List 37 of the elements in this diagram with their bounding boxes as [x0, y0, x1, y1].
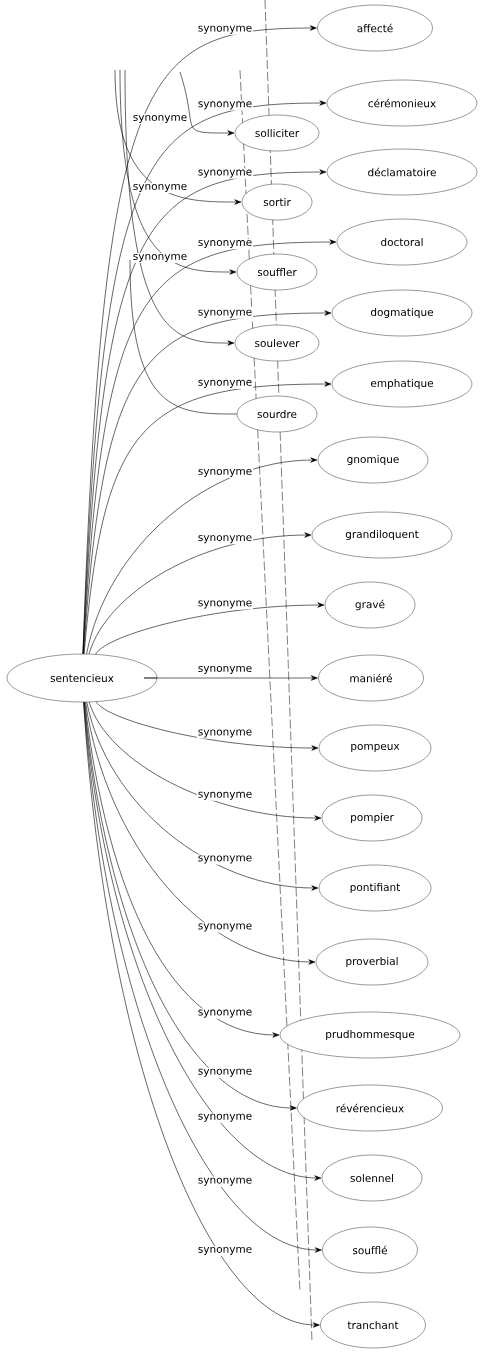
arrow: [83, 381, 332, 655]
arrow: [83, 310, 332, 655]
edge-label: synonyme: [196, 1245, 254, 1256]
arrow: [114, 69, 242, 205]
arrow: [86, 701, 319, 891]
edge-label: synonyme: [196, 1112, 254, 1123]
edge-label: synonyme: [196, 534, 254, 545]
edge-label: synonyme: [196, 1008, 254, 1019]
edge-label: synonyme: [196, 308, 254, 319]
arrow: [124, 69, 235, 346]
arrow: [95, 602, 325, 655]
edge-label: synonyme: [196, 790, 254, 801]
arrow: [85, 701, 316, 965]
edge-label: synonyme: [196, 728, 254, 739]
edge-label: synonyme: [196, 100, 254, 111]
edge-label: synonyme: [196, 467, 254, 478]
arrow: [88, 532, 312, 655]
arrow: [179, 71, 235, 136]
arrow: [95, 701, 319, 751]
arrow: [84, 701, 280, 1038]
arrow: [88, 701, 322, 821]
edge-label: synonyme: [196, 378, 254, 389]
edge-label: synonyme: [196, 665, 254, 676]
edge-label: synonyme: [131, 183, 189, 194]
edge-label: synonyme: [196, 24, 254, 35]
edge-label: synonyme: [196, 1176, 254, 1187]
edge-label: synonyme: [131, 114, 189, 125]
edge-label: synonyme: [196, 168, 254, 179]
edge-label: synonyme: [196, 854, 254, 865]
edge-label: synonyme: [131, 253, 189, 264]
arrow: [119, 69, 237, 275]
edge-label: synonyme: [196, 599, 254, 610]
arrow: [143, 675, 318, 681]
edge-label: synonyme: [196, 239, 254, 250]
edge-label: synonyme: [196, 922, 254, 933]
arrow: [86, 457, 318, 655]
edge-label: synonyme: [196, 1067, 254, 1078]
